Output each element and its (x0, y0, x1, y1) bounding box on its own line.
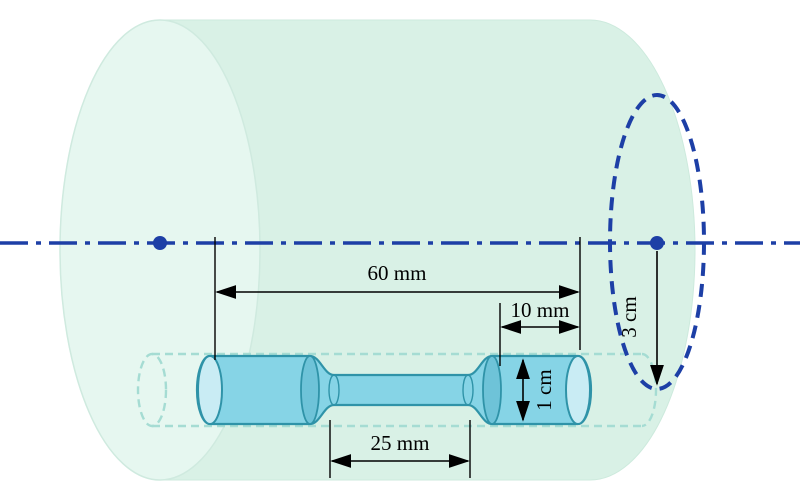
section-dashed-ellipse (608, 93, 706, 391)
dim-25mm-label: 25 mm (371, 431, 430, 455)
dimension-3cm: 3 cm (617, 251, 664, 386)
ghost-cylinder-right-cap (641, 352, 658, 428)
tensile-specimen (195, 354, 593, 426)
dim-60mm-label: 60 mm (368, 261, 427, 285)
specimen-gauge-right-seam (462, 374, 474, 406)
specimen-left-shoulder-seam (300, 355, 320, 425)
stock-cylinder (59, 19, 696, 481)
dim-1cm-label: 1 cm (532, 369, 556, 410)
dimension-10mm: 10 mm (499, 298, 580, 366)
left-axis-dot (153, 236, 167, 250)
specimen-right-shoulder-seam (482, 355, 502, 425)
dimension-1cm: 1 cm (516, 358, 556, 422)
specimen-right-end-face (565, 355, 591, 425)
right-axis-dot (650, 236, 664, 250)
dim-3cm-label: 3 cm (617, 296, 641, 337)
dim-10mm-label: 10 mm (511, 298, 570, 322)
specimen-left-end-face (197, 355, 223, 425)
dimension-25mm: 25 mm (329, 420, 471, 478)
dimension-60mm: 60 mm (214, 237, 581, 360)
specimen-gauge-left-seam (328, 374, 340, 406)
axis-group (0, 93, 800, 391)
ghost-cylinder-outline (136, 352, 658, 428)
